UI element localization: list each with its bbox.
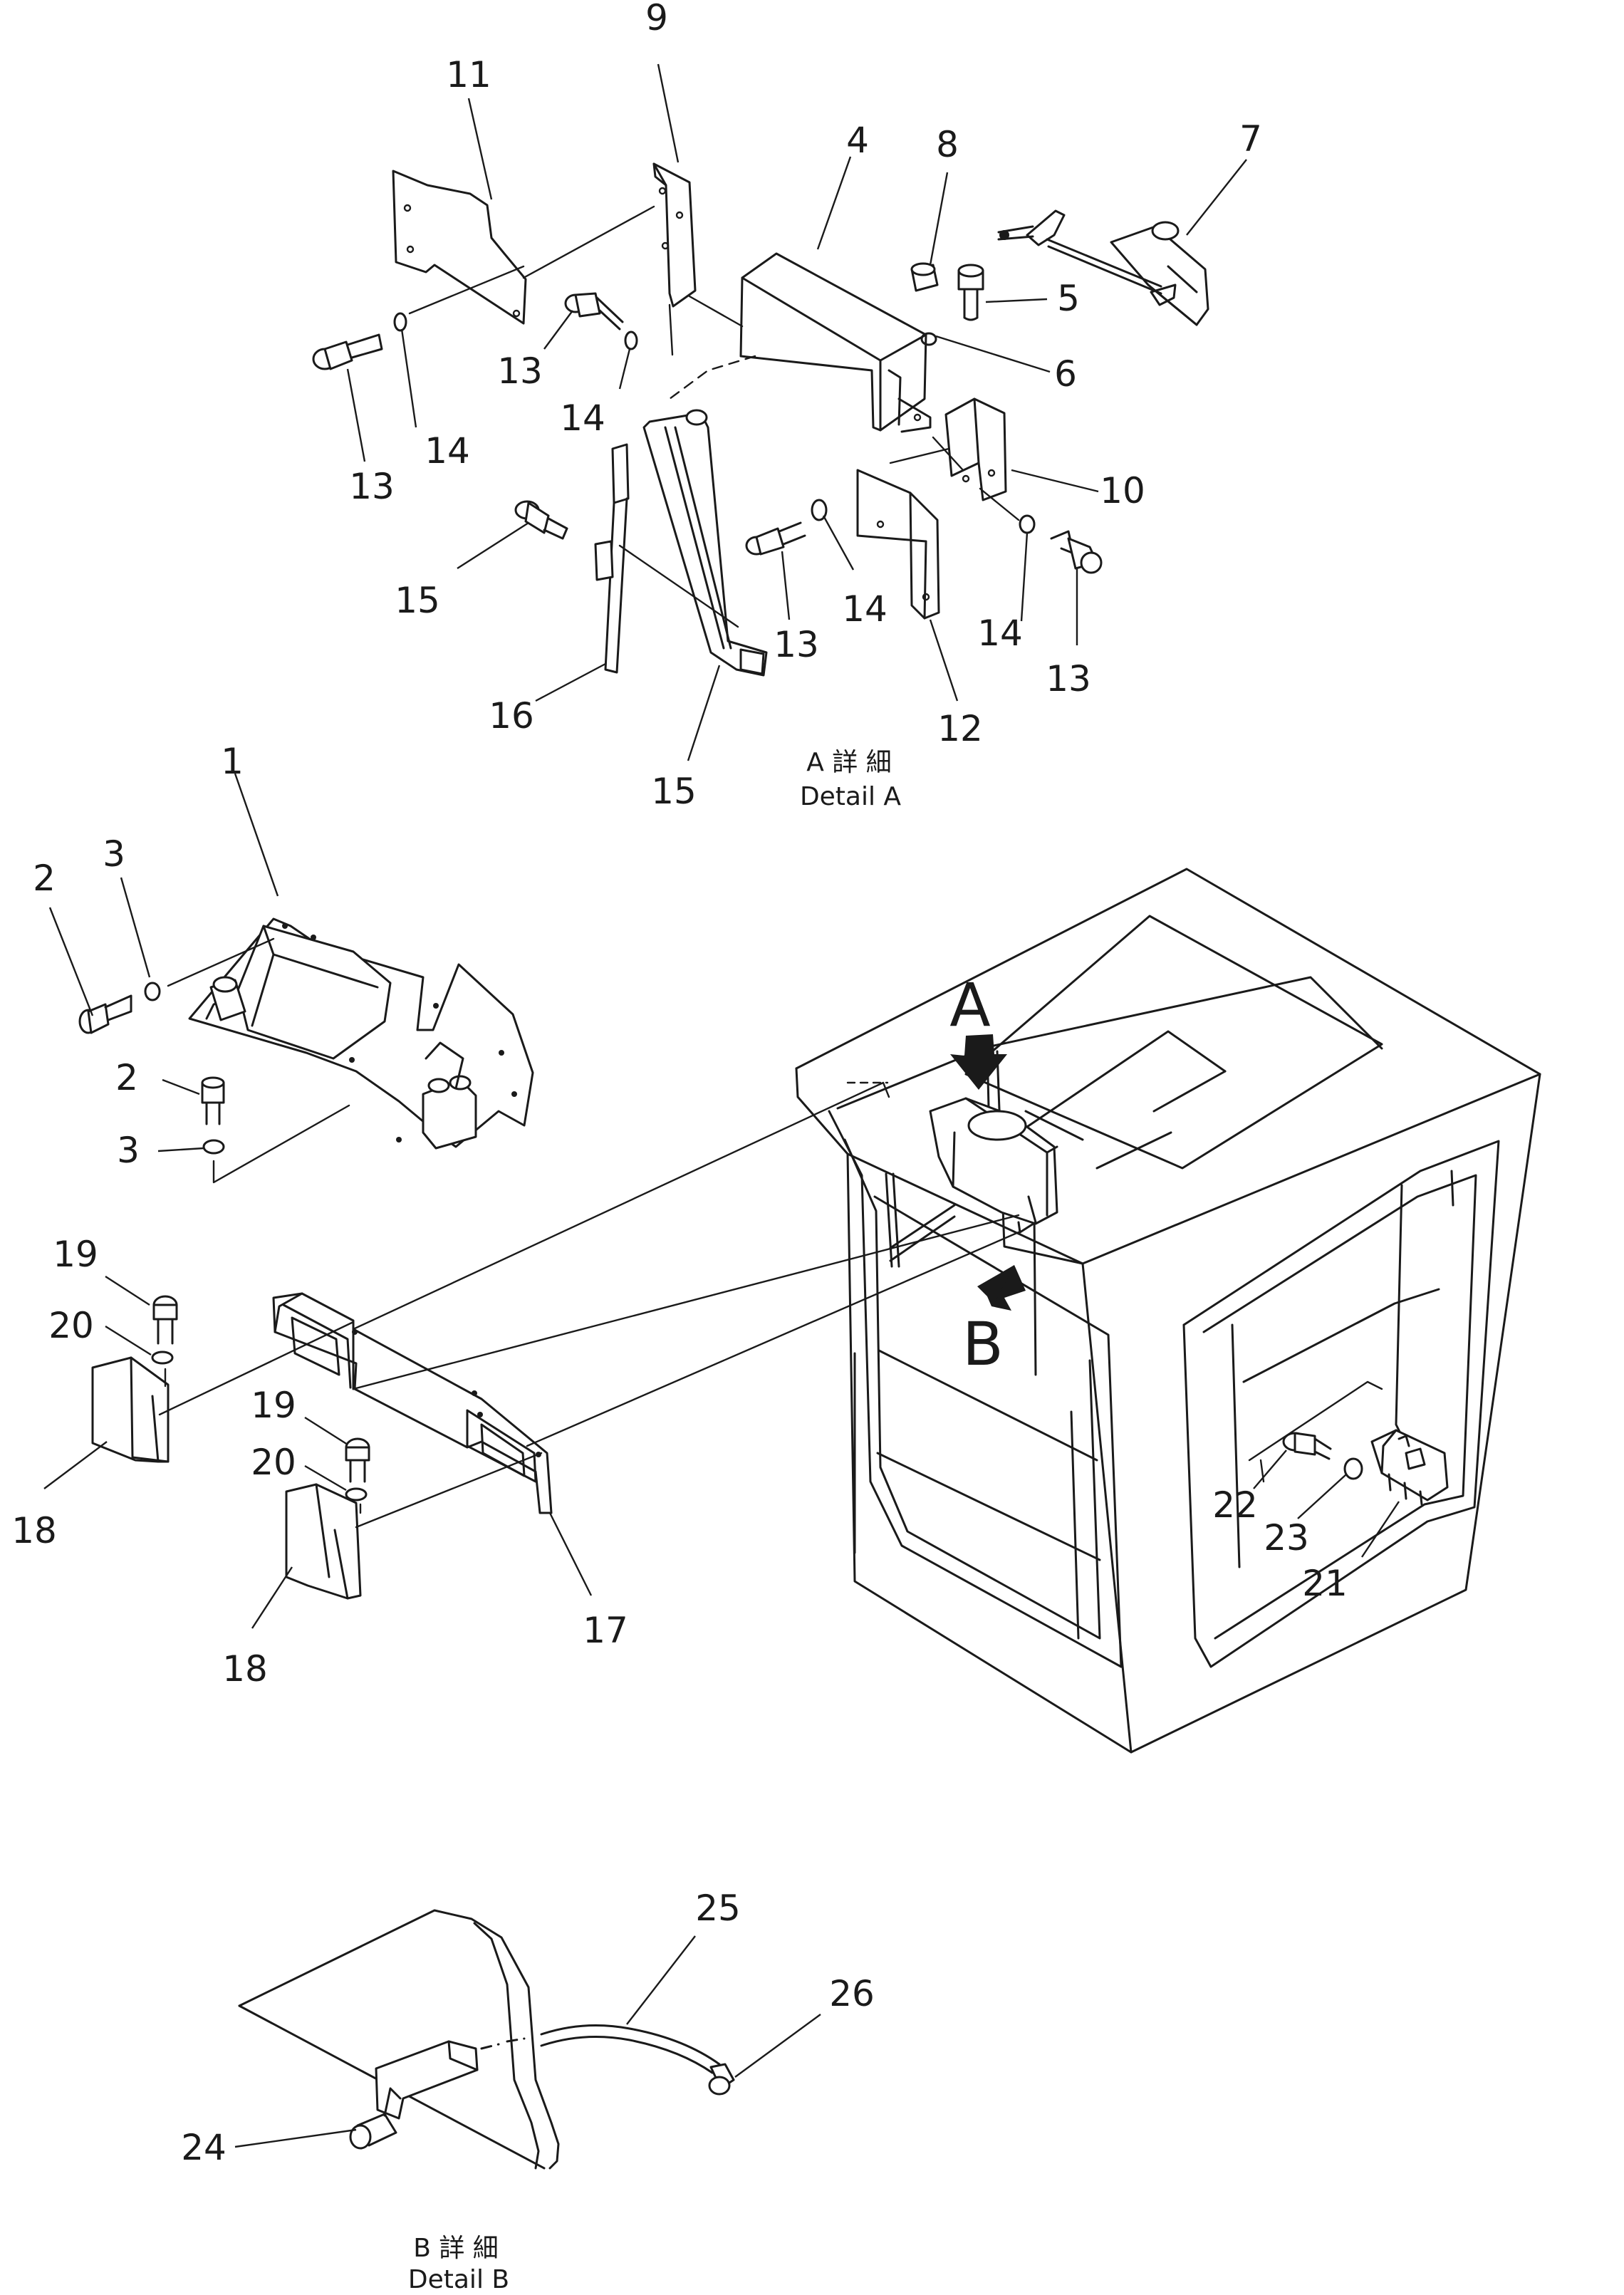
callout-7: 7 bbox=[1239, 118, 1262, 160]
callout-13-b: 13 bbox=[497, 350, 543, 392]
detail-a-caption-en: Detail A bbox=[800, 782, 901, 811]
cover-18-a bbox=[91, 1356, 170, 1463]
washer-23 bbox=[1343, 1457, 1363, 1480]
callout-14-a: 14 bbox=[425, 430, 470, 472]
callout-12: 12 bbox=[937, 708, 983, 749]
washer-14-c bbox=[811, 499, 828, 521]
callout-3-b: 3 bbox=[117, 1130, 140, 1171]
wiper-assembly-1 bbox=[188, 917, 534, 1150]
callout-21: 21 bbox=[1302, 1563, 1348, 1604]
washer-20-b bbox=[345, 1487, 368, 1502]
washer-14-a bbox=[393, 312, 407, 332]
arrow-b bbox=[977, 1265, 1026, 1311]
callout-10: 10 bbox=[1100, 470, 1145, 511]
bracket-12 bbox=[856, 469, 940, 620]
callout-9: 9 bbox=[645, 0, 668, 38]
bolt-13-c bbox=[745, 521, 806, 556]
callout-labels: 11 9 4 8 7 5 6 10 12 13 13 13 13 14 14 1… bbox=[11, 0, 1348, 2168]
detail-b-caption-jp: B 詳 細 bbox=[413, 2234, 499, 2263]
callout-20-a: 20 bbox=[48, 1305, 94, 1346]
callout-13-c: 13 bbox=[774, 624, 819, 665]
bolt-22 bbox=[1282, 1432, 1332, 1460]
marker-b-label: B bbox=[962, 1309, 1004, 1379]
cover-4 bbox=[739, 252, 932, 433]
callout-20-b: 20 bbox=[251, 1442, 296, 1483]
wiper-motor-7 bbox=[997, 209, 1209, 326]
callout-14-c: 14 bbox=[842, 588, 888, 630]
washer-tank-21 bbox=[1370, 1429, 1449, 1506]
callout-14-b: 14 bbox=[560, 397, 605, 439]
callout-6: 6 bbox=[1054, 353, 1077, 395]
bracket-11 bbox=[392, 170, 527, 325]
bolt-13-a bbox=[312, 333, 383, 370]
bolt-15 bbox=[514, 500, 568, 540]
wiper-arm-16 bbox=[594, 443, 630, 674]
callout-23: 23 bbox=[1264, 1517, 1309, 1558]
washer-3-b bbox=[202, 1139, 225, 1155]
callout-8: 8 bbox=[936, 124, 959, 165]
callout-14-d: 14 bbox=[977, 613, 1023, 654]
callout-18-a: 18 bbox=[11, 1510, 57, 1551]
detail-a-group bbox=[312, 162, 1209, 677]
washer-6 bbox=[920, 332, 937, 346]
callout-19-b: 19 bbox=[251, 1385, 296, 1426]
bolt-19-a bbox=[152, 1295, 178, 1345]
callout-13-d: 13 bbox=[1046, 658, 1091, 699]
detail-a-location bbox=[885, 1097, 1058, 1268]
bolt-2-b bbox=[201, 1076, 225, 1125]
bolt-13-b bbox=[564, 292, 624, 331]
callout-1: 1 bbox=[221, 741, 244, 782]
callout-24: 24 bbox=[181, 2127, 227, 2168]
detail-b-group bbox=[238, 1909, 735, 2170]
callout-5: 5 bbox=[1057, 278, 1080, 319]
washer-20-a bbox=[151, 1351, 174, 1365]
callout-15-b: 15 bbox=[651, 771, 697, 812]
leader-lines bbox=[43, 63, 1400, 2148]
callout-15-a: 15 bbox=[395, 580, 440, 621]
callout-18-b: 18 bbox=[222, 1648, 268, 1690]
callout-16: 16 bbox=[489, 695, 534, 737]
callout-13-a: 13 bbox=[349, 466, 395, 507]
spacer-8 bbox=[910, 262, 939, 292]
callout-17: 17 bbox=[583, 1610, 628, 1651]
callout-19-a: 19 bbox=[53, 1234, 98, 1275]
bracket-10 bbox=[944, 397, 1007, 501]
arrow-a bbox=[950, 1034, 1007, 1090]
mounting-bar-17 bbox=[272, 1292, 553, 1514]
callout-3-a: 3 bbox=[103, 833, 125, 875]
bolt-5 bbox=[957, 264, 984, 321]
detail-a-caption-jp: A 詳 細 bbox=[806, 748, 892, 777]
bracket-9 bbox=[652, 162, 697, 308]
callout-26: 26 bbox=[829, 1973, 875, 2014]
marker-a-label: A bbox=[949, 970, 990, 1040]
callout-22: 22 bbox=[1212, 1484, 1258, 1526]
callout-2-b: 2 bbox=[115, 1057, 138, 1098]
washer-14-b bbox=[624, 331, 638, 350]
callout-25: 25 bbox=[695, 1888, 741, 1929]
cover-18-b bbox=[285, 1483, 362, 1600]
cab-body bbox=[795, 868, 1541, 1754]
bolt-19-b bbox=[345, 1437, 370, 1483]
bolt-13-d bbox=[1050, 530, 1103, 574]
callout-11: 11 bbox=[446, 54, 491, 95]
callout-2-a: 2 bbox=[33, 858, 56, 899]
callout-4: 4 bbox=[846, 120, 869, 161]
detail-b-caption-en: Detail B bbox=[408, 2265, 509, 2294]
washer-3-a bbox=[144, 982, 161, 1001]
washer-14-d bbox=[1019, 514, 1036, 534]
